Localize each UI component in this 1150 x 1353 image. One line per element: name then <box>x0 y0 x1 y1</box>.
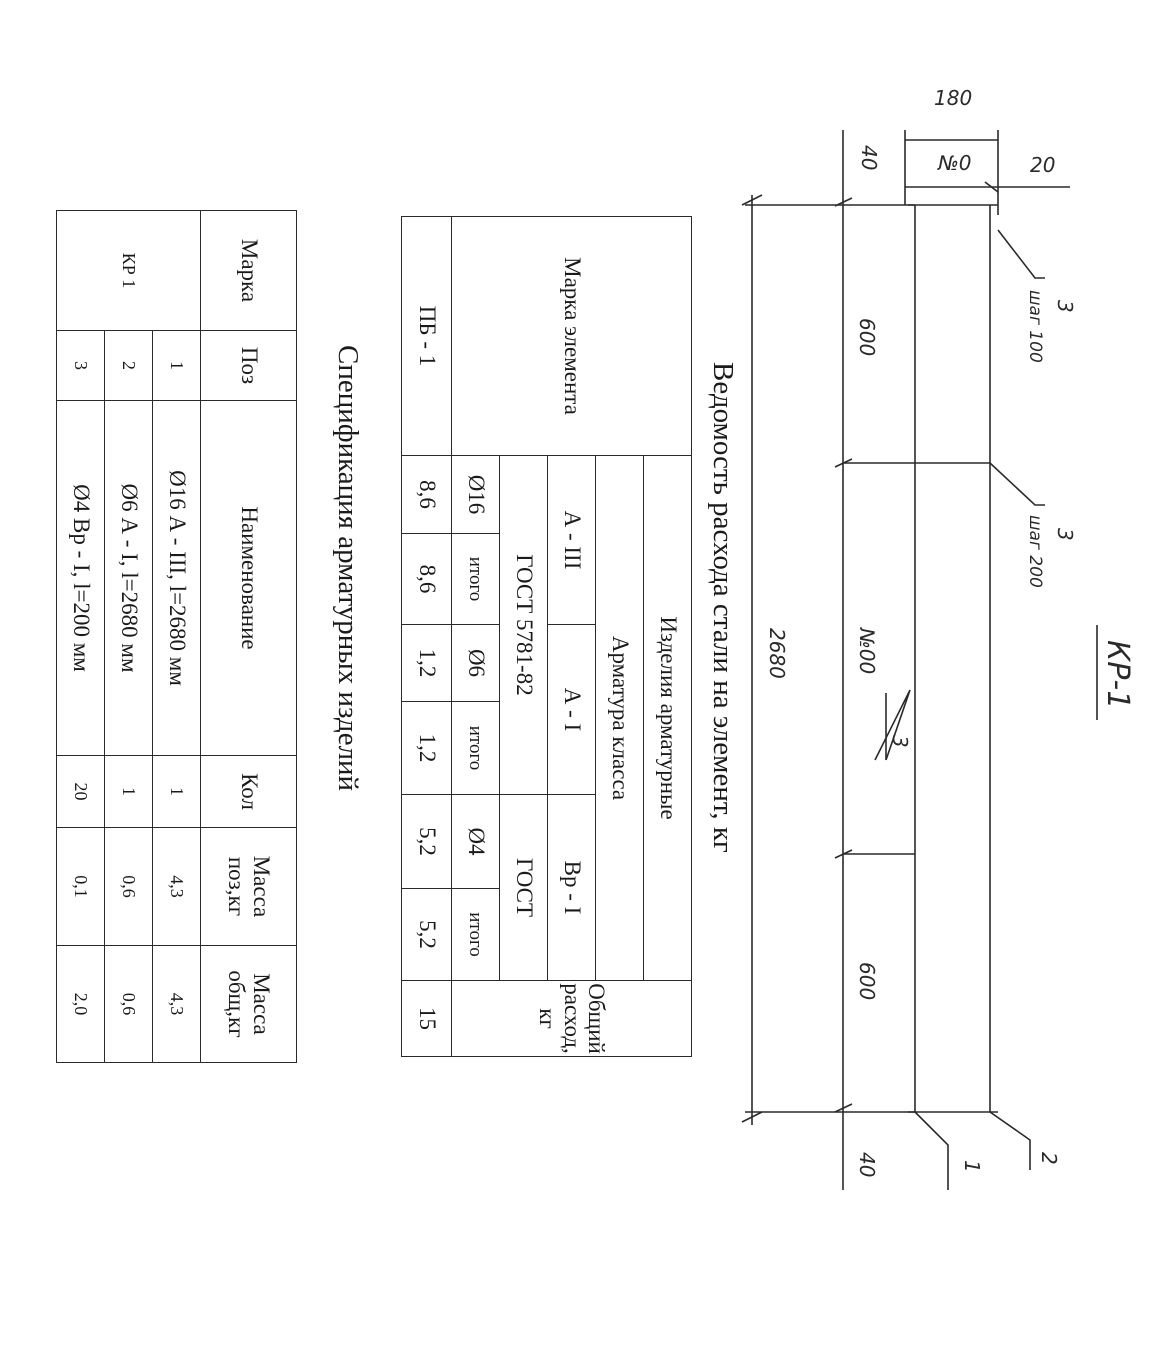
leader-1: 1 <box>960 1160 984 1173</box>
spec-mass-pos-2: 0,6 <box>104 827 153 946</box>
row-v2: 8,6 <box>401 533 452 625</box>
header-class: Арматура класса <box>595 455 644 981</box>
class-a3: А - III <box>547 455 596 625</box>
class-vr1: Вр - I <box>547 794 596 981</box>
row-v6: 5,2 <box>401 888 452 981</box>
total-label-2: итого <box>451 701 500 795</box>
drawing-title: КР-1 <box>1100 640 1135 709</box>
spec-mass-total-2: 0,6 <box>104 945 153 1063</box>
gost-5781: ГОСТ 5781-82 <box>499 455 548 795</box>
spec-table-caption: Спецификация арматурных изделий <box>332 345 364 792</box>
gost-2: ГОСТ <box>499 794 548 981</box>
spec-pos-2: 2 <box>104 330 153 401</box>
spec-mass-total-1: 4,3 <box>152 945 201 1063</box>
spec-header-mass-total: Масса общ,кг <box>200 945 297 1063</box>
dim-width: 180 <box>934 86 972 110</box>
spec-header-name: Наименование <box>200 400 297 756</box>
spec-name-1: Ø16 А - III, l=2680 мм <box>152 400 201 756</box>
spec-pos-1: 1 <box>152 330 201 401</box>
dim-seg-right: 600 <box>855 962 879 1000</box>
header-mark-element: Марка элемента <box>451 216 692 456</box>
dim-mid-pitch: №00 <box>855 627 879 674</box>
steel-table-caption: Ведомость расхода стали на элемент, кг <box>707 362 739 853</box>
total-label-3: итого <box>451 888 500 981</box>
leader-2: 2 <box>1037 1152 1061 1165</box>
row-v5: 5,2 <box>401 794 452 889</box>
leader-3-mid: 3 <box>888 735 912 748</box>
row-v3: 1,2 <box>401 624 452 702</box>
table-row: ПБ - 1 8,6 8,6 1,2 1,2 5,2 5,2 15 <box>401 216 452 1057</box>
spec-mass-pos-3: 0,1 <box>56 827 105 946</box>
diam-4: Ø4 <box>451 794 500 889</box>
row-v4: 1,2 <box>401 701 452 795</box>
spec-qty-1: 1 <box>152 755 201 828</box>
total-label-1: итого <box>451 533 500 625</box>
diam-6: Ø6 <box>451 624 500 702</box>
dim-offset: 20 <box>1030 153 1055 177</box>
dim-total: 2680 <box>765 628 789 679</box>
spec-table: Марка Поз Наименование Кол Масса поз,кг … <box>56 210 297 1063</box>
class-a1: А - I <box>547 624 596 795</box>
dim-end-left: 40 <box>857 145 881 170</box>
spec-header-qty: Кол <box>200 755 297 828</box>
spec-mass-total-3: 2,0 <box>56 945 105 1063</box>
spec-group-mark: КР 1 <box>56 210 201 331</box>
spec-table-wrap: Марка Поз Наименование Кол Масса поз,кг … <box>56 210 297 1063</box>
row-total: 15 <box>401 980 452 1057</box>
spec-name-2: Ø6 А - I, l=2680 мм <box>104 400 153 756</box>
spec-qty-2: 1 <box>104 755 153 828</box>
spec-pos-3: 3 <box>56 330 105 401</box>
leader-3-pitch-a-text: шаг 100 <box>1025 290 1045 363</box>
row-mark: ПБ - 1 <box>401 216 452 456</box>
leader-3-pitch-b-text: шаг 200 <box>1025 515 1045 588</box>
dim-end-right: 40 <box>855 1152 879 1177</box>
row-v1: 8,6 <box>401 455 452 534</box>
dim-inner: №0 <box>937 151 972 175</box>
leader-3-pitch-a: 3 <box>1053 300 1077 313</box>
table-row: КР 1 1 Ø16 А - III, l=2680 мм 1 4,3 4,3 <box>56 210 201 1063</box>
table-row: 3 Ø4 Вр - I, l=200 мм 20 0,1 2,0 <box>56 211 105 1063</box>
spec-header-pos: Поз <box>200 330 297 401</box>
leader-3-pitch-b: 3 <box>1053 528 1077 541</box>
steel-table-wrap: Марка элемента Изделия арматурные Общий … <box>401 216 692 1057</box>
diam-16: Ø16 <box>451 455 500 534</box>
dim-seg-left: 600 <box>855 318 879 356</box>
header-general: Общий расход, кг <box>451 980 692 1057</box>
spec-header-mass-pos: Масса поз,кг <box>200 827 297 946</box>
spec-name-3: Ø4 Вр - I, l=200 мм <box>56 400 105 756</box>
spec-header-mark: Марка <box>200 210 297 331</box>
spec-mass-pos-1: 4,3 <box>152 827 201 946</box>
header-products: Изделия арматурные <box>643 455 692 981</box>
table-row: 2 Ø6 А - I, l=2680 мм 1 0,6 0,6 <box>104 211 153 1063</box>
steel-table: Марка элемента Изделия арматурные Общий … <box>401 216 692 1057</box>
spec-qty-3: 20 <box>56 755 105 828</box>
